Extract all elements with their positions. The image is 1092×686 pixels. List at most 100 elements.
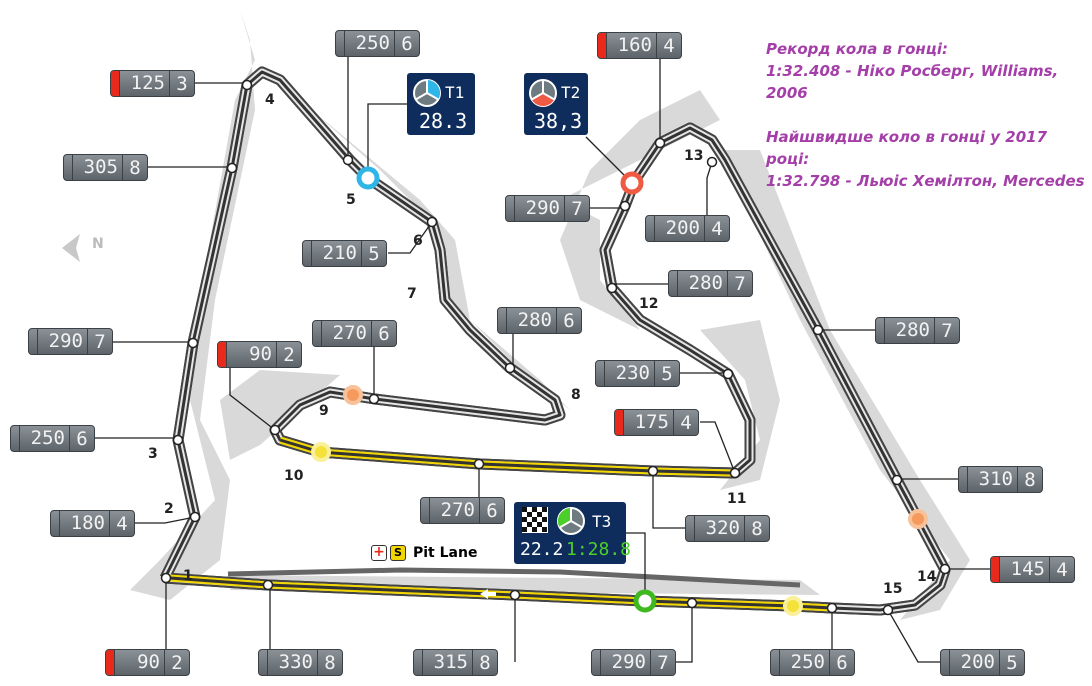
corner-number: 11 xyxy=(727,491,747,507)
corner-number: 4 xyxy=(265,92,275,108)
sector-t3-box: T3 22.2 1:28.8 xyxy=(514,502,631,564)
pit-lane xyxy=(227,567,801,588)
braking-indicator xyxy=(111,71,120,96)
corner-number: 8 xyxy=(571,387,581,403)
gear-value: 7 xyxy=(571,197,583,220)
speed-gear-box: 280 7 xyxy=(668,270,753,297)
braking-indicator xyxy=(64,155,73,180)
speed-value: 230 xyxy=(605,361,655,386)
sector-t2-box: T2 38,3 xyxy=(524,73,588,135)
speed-gear-box: 90 2 xyxy=(217,341,302,368)
gear-value: 4 xyxy=(680,411,692,434)
sector-markers xyxy=(311,166,928,616)
sector-time: 22.2 xyxy=(520,539,564,560)
connectors xyxy=(95,57,990,663)
speed-gear-box: 290 7 xyxy=(28,328,113,355)
braking-indicator xyxy=(669,271,678,296)
corner-number: 5 xyxy=(346,192,356,208)
speed-value: 160 xyxy=(607,33,657,58)
fastest-title: Найшвидше коло в гонці у 2017 році: xyxy=(766,128,1048,168)
sector-wheel-icon xyxy=(413,79,441,107)
sector-t1-box: T1 28.3 xyxy=(407,73,475,135)
braking-indicator xyxy=(686,516,695,541)
speed-value: 90 xyxy=(115,650,165,675)
gear-value: 4 xyxy=(116,512,128,535)
gear-value: 5 xyxy=(661,362,673,385)
braking-indicator xyxy=(596,361,605,386)
braking-indicator xyxy=(336,31,345,56)
gear-value: 5 xyxy=(1006,651,1018,674)
gear-value: 3 xyxy=(176,72,188,95)
speed-gear-box: 125 3 xyxy=(110,70,195,97)
speed-value: 280 xyxy=(885,318,935,343)
corner-number: 15 xyxy=(883,581,903,597)
braking-indicator xyxy=(498,308,507,333)
braking-indicator xyxy=(259,650,268,675)
speed-value: 310 xyxy=(968,467,1018,492)
speed-gear-box: 305 8 xyxy=(63,154,148,181)
sector-time: 28.3 xyxy=(419,109,468,133)
braking-indicator xyxy=(991,557,1000,582)
gear-value: 7 xyxy=(734,272,746,295)
pit-s-badge: S xyxy=(390,545,406,561)
braking-indicator xyxy=(598,33,607,58)
speed-value: 290 xyxy=(601,650,651,675)
speed-value: 290 xyxy=(38,329,88,354)
speed-value: 210 xyxy=(312,241,362,266)
corner-number: 1 xyxy=(183,568,193,584)
braking-indicator xyxy=(615,410,624,435)
gear-value: 2 xyxy=(171,651,183,674)
speed-value: 330 xyxy=(268,650,318,675)
gear-value: 8 xyxy=(129,156,141,179)
speed-value: 280 xyxy=(507,308,557,333)
speed-value: 280 xyxy=(678,271,728,296)
braking-indicator xyxy=(106,650,115,675)
gear-value: 2 xyxy=(283,343,295,366)
speed-value: 270 xyxy=(430,498,480,523)
sector-wheel-icon xyxy=(529,79,557,107)
sector-label: T3 xyxy=(592,512,612,531)
medical-cross-icon: + xyxy=(371,545,387,561)
lap-time: 1:28.8 xyxy=(566,539,632,560)
pit-lane-label: Pit Lane xyxy=(413,545,478,561)
gear-value: 8 xyxy=(751,517,763,540)
compass-north-label: N xyxy=(92,236,104,252)
compass-arrow-icon xyxy=(62,234,80,262)
speed-value: 320 xyxy=(695,516,745,541)
sector-time: 38,3 xyxy=(534,109,583,133)
speed-value: 305 xyxy=(73,155,123,180)
braking-indicator xyxy=(959,467,968,492)
braking-indicator xyxy=(506,196,515,221)
track-dots xyxy=(160,79,951,616)
speed-value: 90 xyxy=(227,342,277,367)
gear-value: 7 xyxy=(94,330,106,353)
braking-indicator xyxy=(11,426,20,451)
speed-gear-box: 230 5 xyxy=(595,360,680,387)
sector-label: T1 xyxy=(445,83,465,102)
corner-number: 9 xyxy=(319,403,329,419)
sector-label: T2 xyxy=(561,83,581,102)
gear-value: 6 xyxy=(76,427,88,450)
gear-value: 8 xyxy=(1024,468,1036,491)
speed-value: 125 xyxy=(120,71,170,96)
gear-value: 8 xyxy=(479,651,491,674)
drs-zone xyxy=(278,436,733,477)
gear-value: 5 xyxy=(368,242,380,265)
gear-value: 8 xyxy=(324,651,336,674)
record-line: 1:32.408 - Ніко Росберг, Williams, 2006 xyxy=(766,62,1059,102)
gear-value: 6 xyxy=(401,32,413,55)
speed-value: 200 xyxy=(950,650,1000,675)
gear-value: 6 xyxy=(378,322,390,345)
corner-number: 7 xyxy=(407,286,417,302)
gear-value: 6 xyxy=(836,651,848,674)
